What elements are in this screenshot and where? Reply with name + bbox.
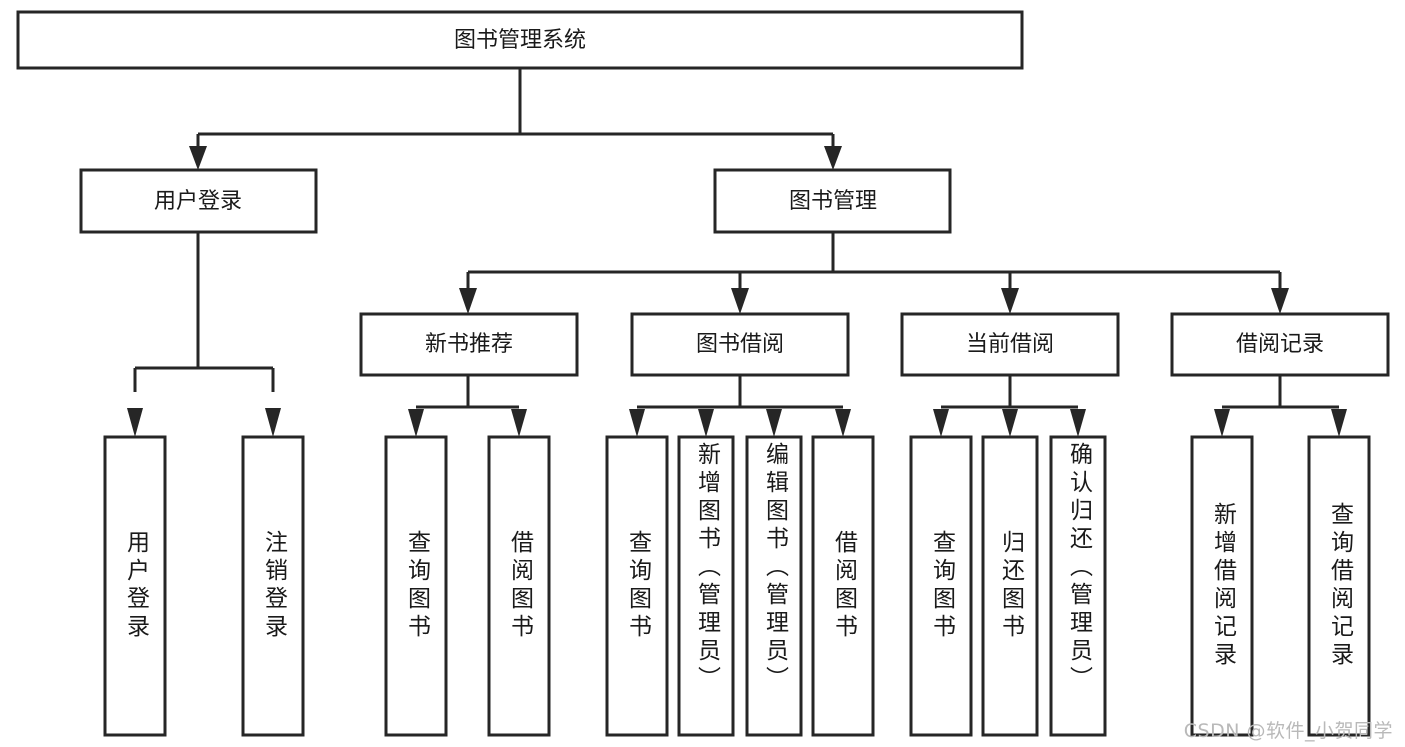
arrowhead-leaf-confirm-return: [1070, 409, 1086, 437]
arrowhead-leaf-logout: [265, 408, 281, 437]
leaf-query-book-2-box[interactable]: [605, 435, 669, 737]
node-new-book-recommend[interactable]: 新书推荐: [359, 312, 579, 377]
arrowhead-leaf-return-book: [1002, 409, 1018, 437]
leaf-boxes: [103, 435, 1371, 737]
user-login-label: 用户登录: [154, 189, 242, 214]
book-manage-label: 图书管理: [789, 189, 877, 214]
current-borrow-label: 当前借阅: [966, 332, 1054, 357]
arrowhead-leaf-edit-book: [766, 409, 782, 437]
book-manage-box[interactable]: [713, 168, 952, 234]
current-borrow-box[interactable]: [900, 312, 1120, 377]
csdn-watermark: CSDN @软件_小贺同学: [1183, 720, 1393, 742]
arrowhead-leaf-query-book-3: [933, 409, 949, 437]
node-user-login[interactable]: 用户登录: [79, 168, 318, 234]
leaf-add-book-box[interactable]: [677, 435, 735, 737]
book-borrow-label: 图书借阅: [696, 332, 784, 357]
leaf-edit-book-box[interactable]: [745, 435, 803, 737]
leaf-add-record-box[interactable]: [1190, 435, 1254, 737]
root-box[interactable]: [16, 10, 1024, 70]
connectors-userlogin-to-leaves: [127, 232, 281, 437]
arrowhead-leaf-query-book-1: [408, 409, 424, 437]
node-book-manage[interactable]: 图书管理: [713, 168, 952, 234]
arrowhead-current-borrow: [1001, 288, 1019, 314]
arrowhead-leaf-query-record: [1331, 409, 1347, 437]
arrowhead-leaf-user-login: [127, 408, 143, 437]
leaf-query-record-box[interactable]: [1307, 435, 1371, 737]
new-book-recommend-box[interactable]: [359, 312, 579, 377]
connectors-bookborrow-to-leaves: [629, 375, 851, 437]
connectors-currentborrow-to-leaves: [933, 375, 1086, 437]
borrow-record-box[interactable]: [1170, 312, 1390, 377]
connectors-borrowrecord-to-leaves: [1214, 375, 1347, 437]
connectors-newbook-to-leaves: [408, 375, 527, 437]
arrowhead-leaf-query-book-2: [629, 409, 645, 437]
leaf-query-book-3-box[interactable]: [909, 435, 973, 737]
leaf-borrow-book-1-box[interactable]: [487, 435, 551, 737]
user-login-box[interactable]: [79, 168, 318, 234]
node-borrow-record[interactable]: 借阅记录: [1170, 312, 1390, 377]
arrowhead-new-book-recommend: [459, 288, 477, 314]
node-current-borrow[interactable]: 当前借阅: [900, 312, 1120, 377]
new-book-recommend-label: 新书推荐: [425, 332, 513, 357]
leaf-user-login-box[interactable]: [103, 435, 167, 737]
node-book-borrow[interactable]: 图书借阅: [630, 312, 850, 377]
connectors-root-to-level2: [189, 68, 842, 170]
borrow-record-label: 借阅记录: [1236, 332, 1324, 357]
node-root[interactable]: 图书管理系统: [16, 10, 1024, 70]
leaf-return-book-box[interactable]: [981, 435, 1039, 737]
arrowhead-leaf-add-book: [698, 409, 714, 437]
book-borrow-box[interactable]: [630, 312, 850, 377]
arrowhead-leaf-borrow-book-1: [511, 409, 527, 437]
leaf-confirm-return-box[interactable]: [1049, 435, 1107, 737]
arrowhead-book-manage: [824, 146, 842, 170]
leaf-logout-box[interactable]: [241, 435, 305, 737]
leaf-borrow-book-2-box[interactable]: [811, 435, 875, 737]
arrowhead-leaf-add-record: [1214, 409, 1230, 437]
arrowhead-leaf-borrow-book-2: [835, 409, 851, 437]
arrowhead-book-borrow: [731, 288, 749, 314]
leaf-query-book-1-box[interactable]: [384, 435, 448, 737]
arrowhead-borrow-record: [1271, 288, 1289, 314]
connectors-bookmanage-to-level3: [459, 232, 1289, 314]
root-label: 图书管理系统: [454, 28, 586, 53]
arrowhead-user-login: [189, 146, 207, 170]
